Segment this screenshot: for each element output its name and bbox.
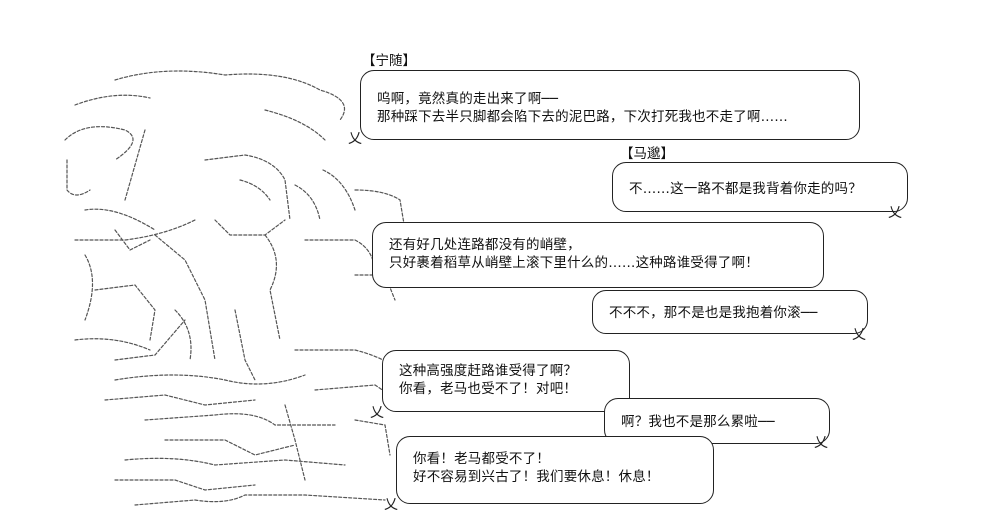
speech-bubble: 你看！老马都受不了！ 好不容易到兴古了！我们要休息！休息！ [396,436,714,504]
speech-line: 不……这一路不都是我背着你走的吗？ [629,181,862,197]
ascii-art-illustration [64,70,406,506]
bubble-tail-icon: 乂 [852,327,866,343]
speech-line: 这种高强度赶路谁受得了啊？ [399,363,578,379]
speech-line: 你看，老马也受不了！对吧！ [399,381,578,397]
bubble-tail-icon: 乂 [384,497,398,513]
speech-bubble: 这种高强度赶路谁受得了啊？ 你看，老马也受不了！对吧！ [382,350,630,412]
speech-line: 还有好几处连路都没有的峭壁， [389,237,581,253]
speech-line: 只好裹着稻草从峭壁上滚下里什么的……这种路谁受得了啊！ [389,255,759,271]
speaker-label: 【宁随】 [362,53,416,69]
speech-line: 啊？我也不是那么累啦── [621,414,775,430]
speech-bubble: 不……这一路不都是我背着你走的吗？ [612,162,908,212]
speech-bubble: 呜啊，竟然真的走出来了啊── 那种踩下去半只脚都会陷下去的泥巴路，下次打死我也不… [360,70,860,140]
speech-line: 那种踩下去半只脚都会陷下去的泥巴路，下次打死我也不走了啊…… [377,109,788,125]
speech-bubble: 还有好几处连路都没有的峭壁， 只好裹着稻草从峭壁上滚下里什么的……这种路谁受得了… [372,222,824,288]
speech-line: 好不容易到兴古了！我们要休息！休息！ [413,469,660,485]
bubble-tail-icon: 乂 [888,205,902,221]
speech-bubble: 不不不，那不是也是我抱着你滚── [592,290,868,334]
bubble-tail-icon: 乂 [370,405,384,421]
speech-line: 你看！老马都受不了！ [413,451,550,467]
bubble-tail-icon: 乂 [814,435,828,451]
speech-line: 不不不，那不是也是我抱着你滚── [609,305,818,321]
speech-line: 呜啊，竟然真的走出来了啊── [377,91,559,107]
speaker-label: 【马邈】 [620,146,674,162]
bubble-tail-icon: 乂 [348,131,362,147]
